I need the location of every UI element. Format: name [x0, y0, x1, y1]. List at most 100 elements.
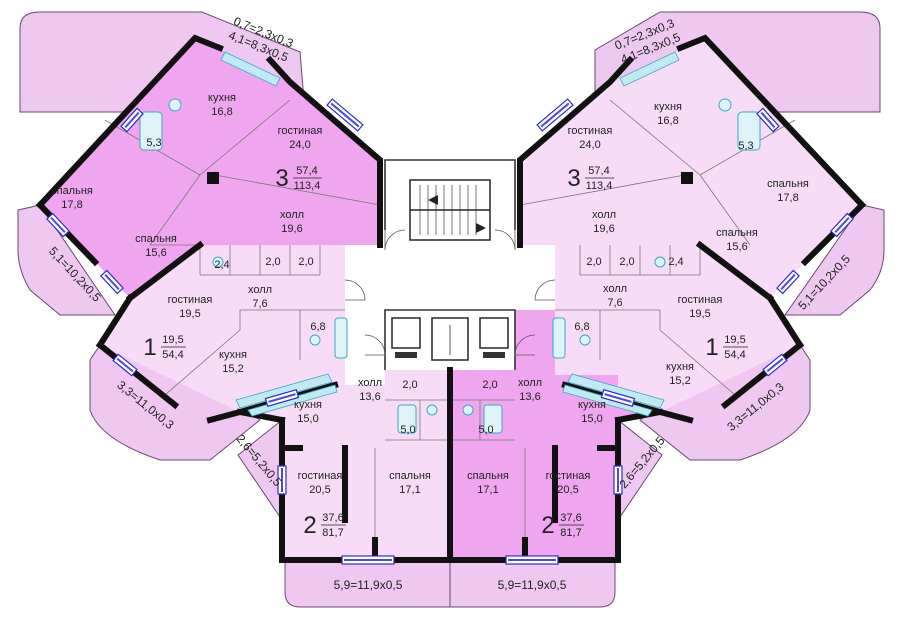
wall-top-left-outer [35, 34, 224, 210]
unit-markers: 3 57,4 113,4 3 57,4 113,4 1 19,5 54,4 1 … [143, 165, 748, 539]
room-area-tl-living: 24,0 [289, 139, 310, 151]
room-area-br-hall: 13,6 [519, 391, 540, 403]
room-name-tl-hall: холл [280, 209, 304, 221]
room-area-tr-s1: 2,0 [586, 256, 601, 268]
room-area-br-bed: 17,1 [477, 484, 498, 496]
room-name-tl-bed2: спальня [135, 233, 177, 245]
bathtub-tr-icon [737, 111, 761, 151]
windows-layer [46, 98, 854, 565]
sink-icon [168, 98, 182, 112]
room-area-tr-living: 24,0 [579, 139, 600, 151]
wall-top-left-outer-2 [265, 55, 383, 248]
room-area-mr-living: 19,5 [689, 308, 710, 320]
kitchen-counter-tr-icon [619, 51, 680, 87]
stair-core-floor [385, 160, 515, 250]
wall-top-left-outer-3 [35, 200, 100, 267]
window-tl-2-icon [120, 107, 144, 133]
wall-bottom-left-kitchen [236, 408, 286, 424]
room-area-mr-bath: 6,8 [574, 321, 589, 333]
stair-core-outline [384, 159, 516, 230]
bathtub-mr-icon [552, 317, 566, 359]
unit-bl-rooms: 2 [303, 512, 316, 539]
room-name-br-bed: спальня [467, 470, 509, 482]
room-name-bl-living: гостиная [298, 470, 343, 482]
door-2-icon [494, 229, 516, 251]
room-name-tr-bed1: спальня [767, 178, 809, 190]
unit-br-total-area: 81,7 [560, 527, 581, 539]
window-ml-2-icon [264, 389, 300, 407]
partitions-layer [104, 99, 796, 540]
room-name-bl-kitchen: кухня [294, 399, 322, 411]
room-name-ml-living: гостиная [168, 294, 213, 306]
unit-tl-rooms: 3 [275, 165, 288, 192]
room-area-tl-bed2: 15,6 [145, 247, 166, 259]
window-mr-2-icon [600, 389, 636, 407]
door-4-icon [534, 279, 556, 301]
wall-mid-right-outer [720, 340, 805, 410]
bathtub-ml-icon [334, 317, 348, 359]
room-area-br-living: 20,5 [557, 484, 578, 496]
column-top-right [681, 172, 693, 184]
unit-tl-total-area: 113,4 [294, 180, 321, 192]
bathtub-bl-icon [397, 404, 417, 434]
room-name-bl-bed: спальня [389, 470, 431, 482]
wall-mid-right-joint [765, 293, 805, 350]
room-area-tr-bath: 5,3 [738, 140, 753, 152]
room-area-tl-s2: 2,0 [265, 256, 280, 268]
window-bl-2-icon [277, 465, 287, 495]
room-area-bl-bath: 5,0 [400, 424, 415, 436]
window-tr-4-icon [776, 269, 800, 295]
kitchen-counter-br-icon [562, 384, 653, 417]
wall-bottom-right-kitchen [614, 408, 664, 424]
room-name-tr-bed2: спальня [716, 227, 758, 239]
room-area-mr-kitchen: 15,2 [669, 375, 690, 387]
room-area-tr-s2: 2,0 [619, 256, 634, 268]
room-area-br-kitchen: 15,0 [581, 413, 602, 425]
room-name-tr-living: гостиная [568, 125, 613, 137]
room-area-ml-hall: 7,6 [252, 298, 267, 310]
unit-mr-total-area: 54,4 [724, 349, 745, 361]
wall-mid-left-outer [95, 340, 180, 410]
room-labels: кухня 1 6,8 5,3 гостиная 24,0 спальня 17,… [51, 92, 809, 496]
sink-tl2-icon [212, 256, 224, 268]
unit-bl-living-area: 37,6 [322, 512, 343, 524]
balcony-bottom-right-area [449, 559, 616, 608]
room-name-tl-kitchen: кухня [208, 92, 236, 104]
walls-layer [35, 34, 867, 563]
sink-br-icon [462, 404, 474, 416]
room-area-br-s: 2,0 [482, 379, 497, 391]
kitchen-counter-bl-icon [247, 384, 338, 417]
window-tr-1-icon [536, 98, 574, 132]
window-tr-2-icon [756, 107, 780, 133]
room-name-ml-hall: холл [248, 284, 272, 296]
fixtures-layer [139, 98, 761, 434]
room-area-ml-kitchen: 15,2 [222, 363, 243, 375]
wall-top-left-outer-4 [125, 240, 205, 303]
stair-arrow-left-icon [428, 195, 438, 205]
room-name-tr-hall: холл [592, 209, 616, 221]
core-layer [344, 159, 556, 370]
window-tl-4-icon [100, 269, 124, 295]
corridor-floor [345, 245, 555, 310]
unit-ml-total-area: 54,4 [162, 349, 183, 361]
kitchen-counter-tl-icon [220, 51, 281, 87]
balcony-bottom-left-area [284, 559, 451, 608]
apartment-1room-mid-left-fill [100, 245, 345, 412]
unit-ml-rooms: 1 [143, 334, 156, 361]
elevator-core-outline [384, 309, 516, 370]
wall-top-right-outer-4 [695, 240, 775, 303]
unit-ml-living-area: 19,5 [162, 334, 183, 346]
unit-bl-total-area: 81,7 [322, 527, 343, 539]
room-name-mr-hall: холл [603, 283, 627, 295]
door-3-icon [344, 279, 366, 301]
window-icon [326, 98, 364, 132]
room-area-tr-bed2: 15,6 [726, 241, 747, 253]
room-area-tl-s3: 2,0 [298, 256, 313, 268]
bathtub-br-icon [483, 404, 503, 434]
kitchen-counters-layer [220, 51, 680, 417]
balcony-label-bl-bottom: 5,9=11,9х0,5 [334, 578, 403, 592]
shaft-right [483, 352, 505, 358]
unit-tr-total-area: 113,4 [586, 180, 613, 192]
room-name-br-hall: холл [518, 377, 542, 389]
